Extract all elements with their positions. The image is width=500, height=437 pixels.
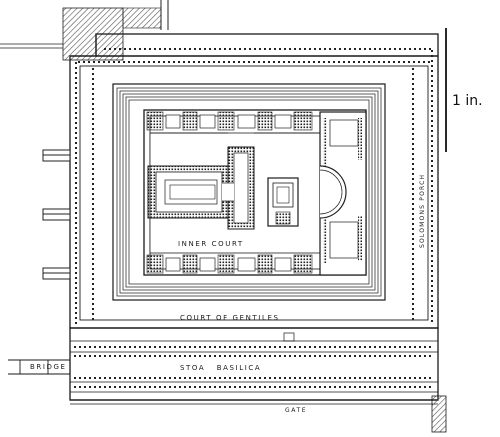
- solomons-porch-label: SOLOMONS PORCH: [419, 174, 426, 248]
- outer-colonnade: [75, 48, 433, 324]
- temple-wall: [143, 109, 367, 276]
- inner-court-label: INNER COURT: [178, 240, 244, 248]
- bridge: [8, 359, 70, 375]
- bridge-label: BRIDGE: [30, 363, 67, 371]
- right-wing: [319, 111, 367, 276]
- gate-wall: [70, 395, 447, 433]
- court-of-gentiles-label: COURT OF GENTILES: [180, 314, 280, 322]
- outer-enclosure: [69, 33, 439, 329]
- masonry-block: [0, 0, 169, 61]
- terrace-platform: [112, 83, 386, 301]
- sanctuary: [147, 146, 299, 230]
- gate-label: GATE: [285, 407, 307, 414]
- left-towers: [42, 149, 71, 280]
- stoa-basilica-label: STOA BASILICA: [180, 364, 261, 372]
- scale-label: 1 in.: [452, 93, 483, 109]
